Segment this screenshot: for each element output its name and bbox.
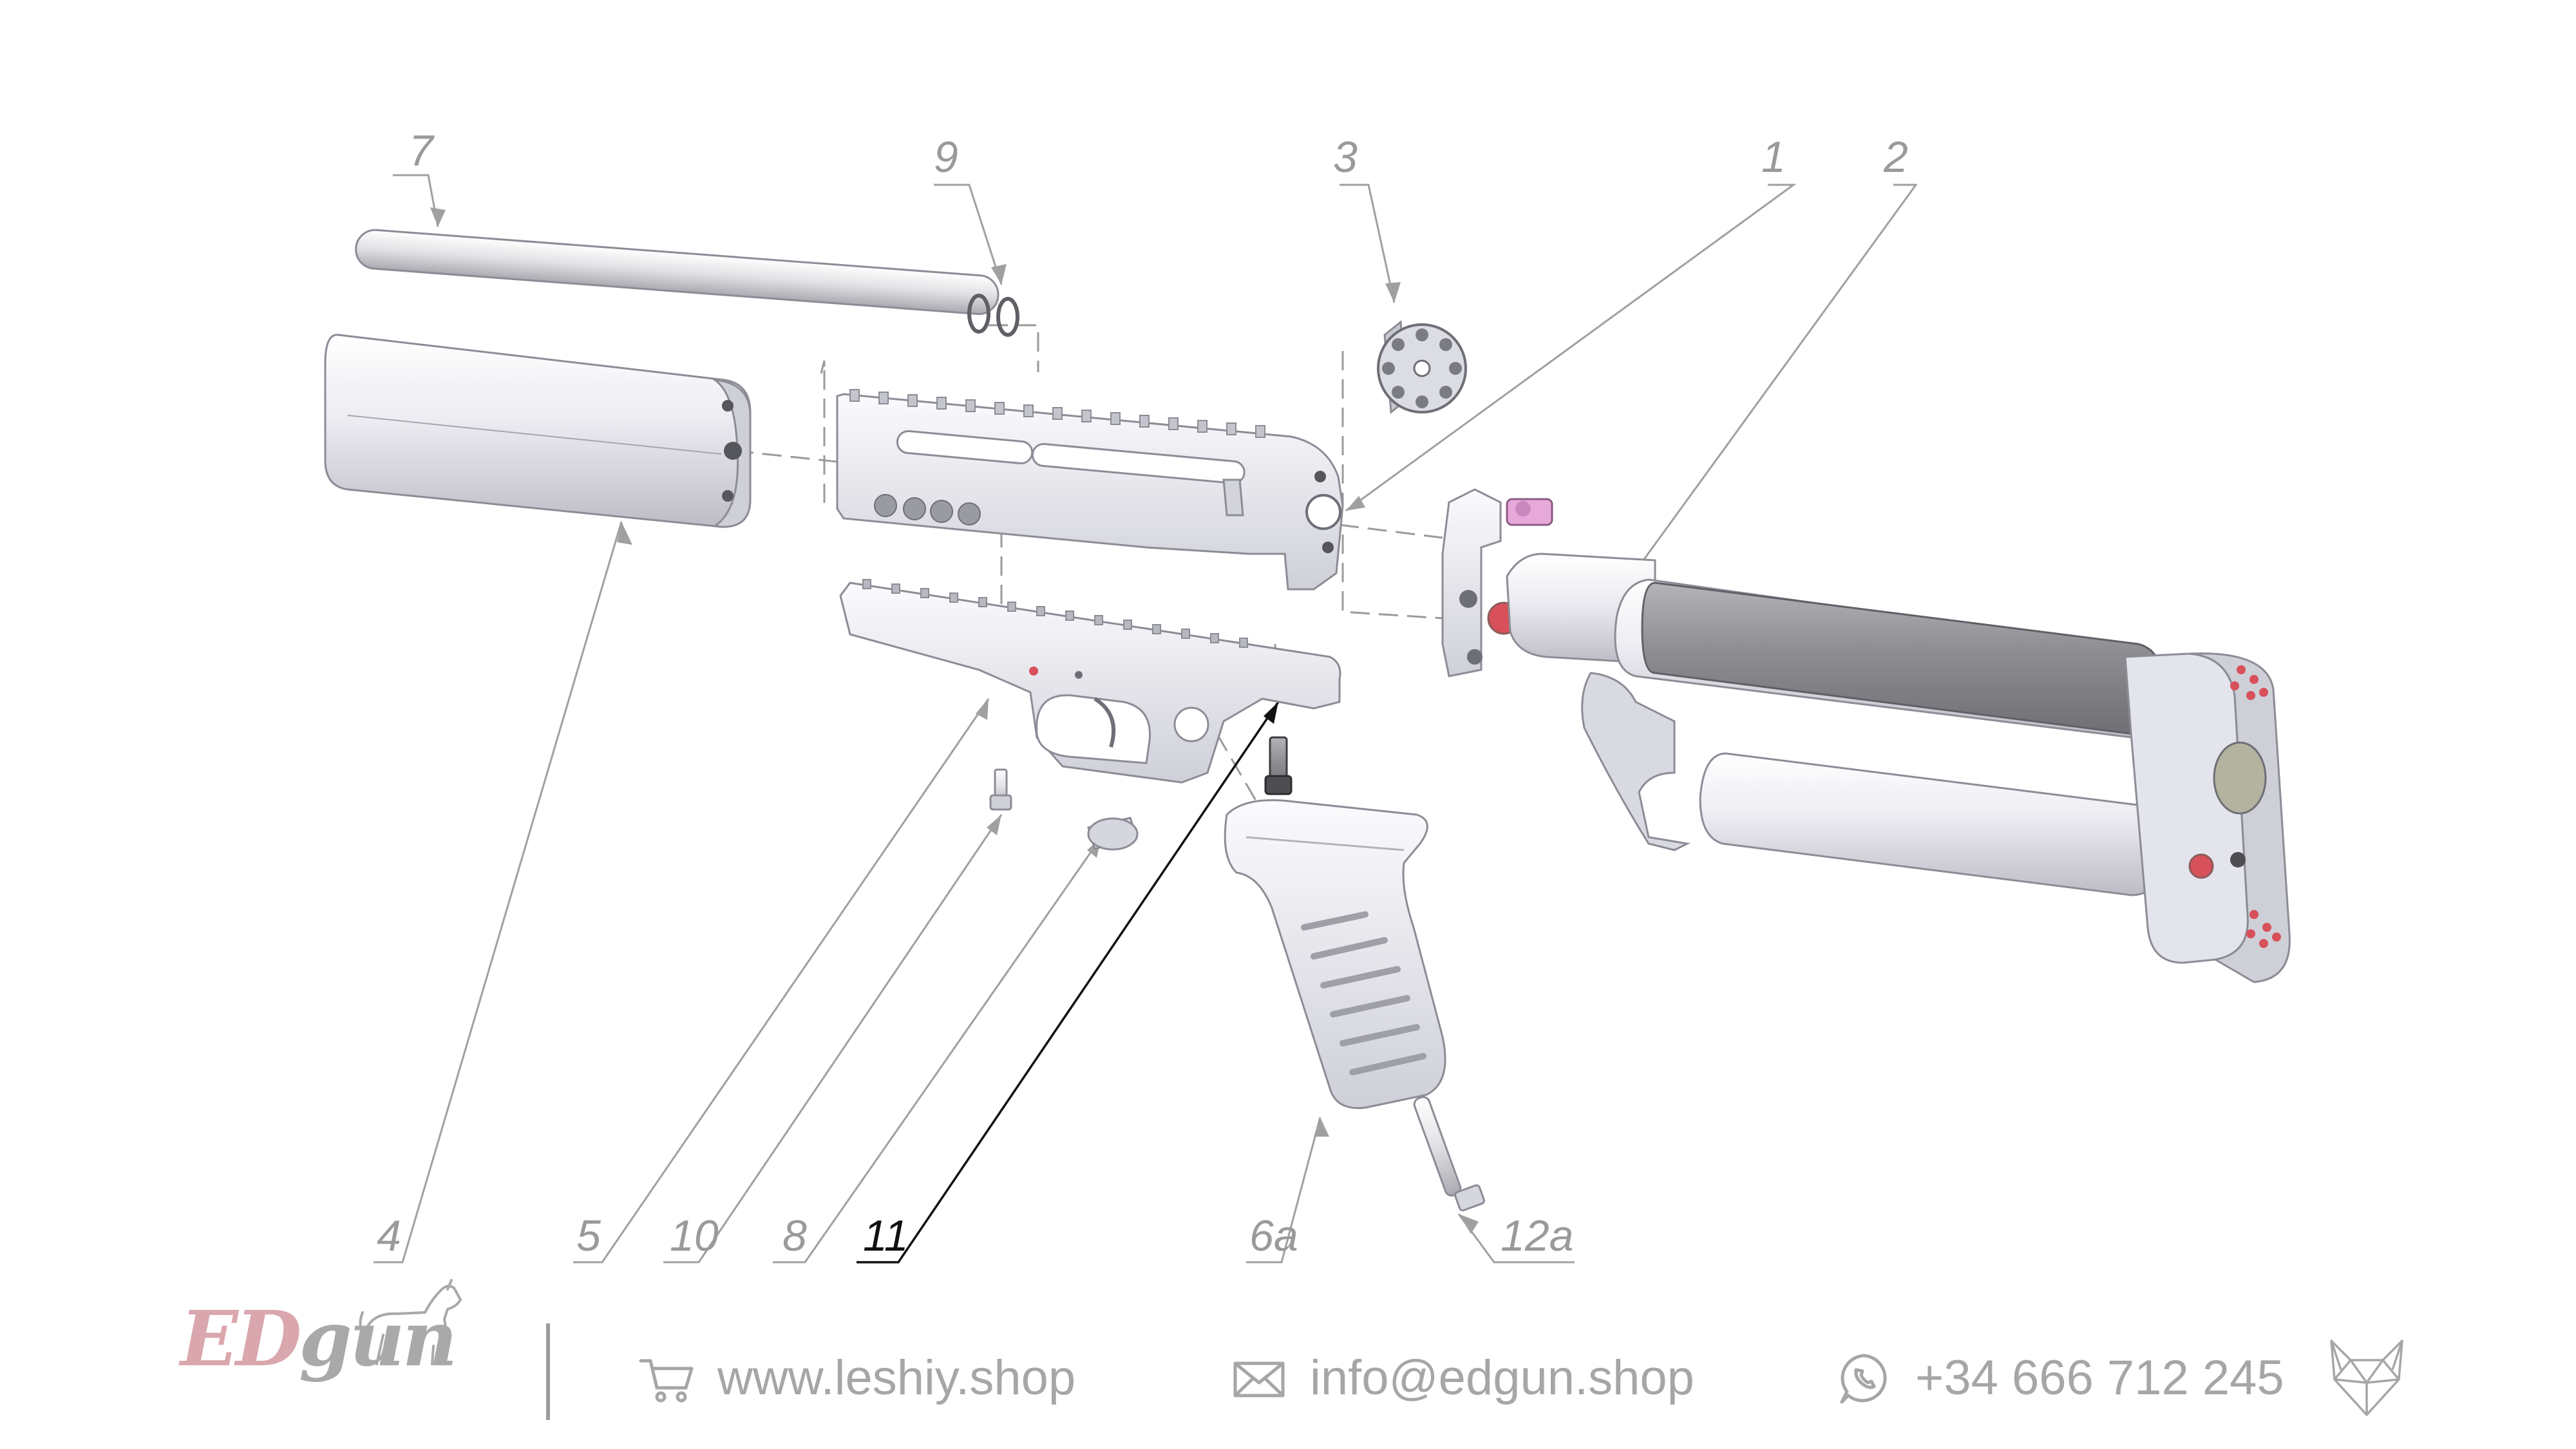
- part-12a-pin: [1413, 1096, 1486, 1212]
- callout-10: 10: [670, 1211, 719, 1260]
- callout-6a: 6a: [1249, 1211, 1298, 1260]
- part-1-upper-receiver: [836, 389, 1344, 591]
- envelope-icon: [1233, 1361, 1285, 1397]
- part-6a-grip: [1224, 799, 1446, 1110]
- phone-link[interactable]: +34 666 712 245: [1835, 1343, 2284, 1414]
- callout-2: 2: [1884, 133, 1908, 182]
- callout-12a: 12a: [1501, 1211, 1574, 1260]
- fox-logo-icon: [2330, 1340, 2403, 1416]
- dog-logo-icon: [359, 1279, 462, 1365]
- footer-separator: [546, 1323, 550, 1420]
- callout-3: 3: [1333, 133, 1358, 182]
- part-11-screw: [1264, 736, 1293, 795]
- part-8-plug: [1087, 817, 1139, 851]
- part-7-rod: [355, 229, 999, 316]
- email-link[interactable]: info@edgun.shop: [1230, 1343, 1694, 1414]
- edgun-brand-logo: EDgun: [180, 1301, 457, 1377]
- leader-lines: [374, 174, 1918, 1264]
- phone-text: +34 666 712 245: [1915, 1350, 2284, 1405]
- callout-4: 4: [377, 1211, 401, 1260]
- part-10-screw: [989, 768, 1012, 811]
- brand-ed-text: ED: [180, 1294, 301, 1383]
- part-5-trigger-frame: [839, 579, 1341, 784]
- callout-11: 11: [863, 1211, 909, 1260]
- callout-5: 5: [576, 1211, 601, 1260]
- part-2-stock: [1441, 488, 2291, 983]
- website-link[interactable]: www.leshiy.shop: [638, 1343, 1075, 1414]
- email-text: info@edgun.shop: [1310, 1350, 1694, 1405]
- callout-9: 9: [934, 133, 958, 182]
- cart-icon: [639, 1359, 694, 1403]
- callout-1: 1: [1761, 133, 1786, 182]
- whatsapp-icon: [1840, 1354, 1887, 1404]
- website-text: www.leshiy.shop: [717, 1350, 1076, 1405]
- part-9-orings: [967, 294, 1019, 337]
- leader-line-highlight: [857, 701, 1280, 1264]
- arrowhead-highlight: [1264, 702, 1278, 724]
- callout-7: 7: [409, 126, 433, 175]
- callout-8: 8: [782, 1211, 807, 1260]
- part-4-moderator: [324, 334, 752, 528]
- part-3-magazine: [1377, 320, 1467, 414]
